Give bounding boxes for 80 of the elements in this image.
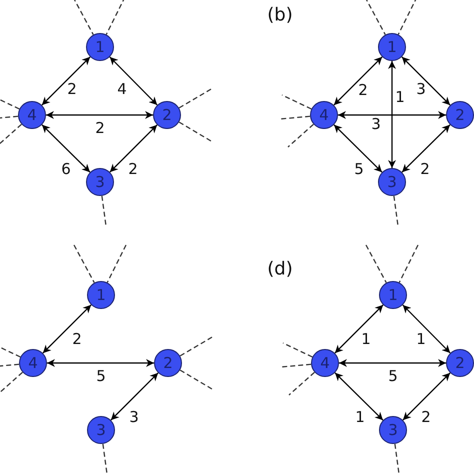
dashed-line [178, 122, 212, 142]
edge-label: 2 [421, 409, 431, 425]
dashed-line [72, 0, 94, 35]
dashed-line [0, 364, 20, 368]
double-arrow [42, 304, 92, 354]
node-circle: 3 [378, 168, 406, 196]
edge-label: 2 [128, 161, 138, 177]
dashed-line [180, 335, 214, 356]
dashed-line [280, 364, 312, 368]
double-arrow [109, 56, 158, 106]
dashed-line [106, 244, 127, 283]
double-arrow [388, 61, 396, 168]
dashed-line [102, 444, 108, 474]
node-circle: 2 [153, 101, 181, 129]
dashed-line [0, 116, 18, 120]
node-circle: 4 [310, 101, 338, 129]
edge-label: 2 [358, 82, 368, 98]
double-arrow [109, 124, 158, 173]
double-arrow [333, 56, 383, 106]
node-circle: 1 [86, 33, 114, 61]
node-circle: 4 [18, 101, 46, 129]
edge-label: 4 [117, 81, 127, 97]
edge-label: 3 [371, 116, 381, 132]
dashed-line [180, 370, 212, 390]
dashed-line [280, 116, 310, 120]
panel-label: (d) [267, 258, 293, 280]
dashed-line [398, 0, 418, 35]
edge-label: 2 [95, 120, 105, 136]
node-circle: 2 [446, 349, 474, 377]
dashed-line [178, 87, 214, 108]
node-circle: 2 [154, 349, 182, 377]
edge-label: 3 [129, 409, 139, 425]
double-arrow [46, 111, 153, 119]
edge-label: 1 [361, 331, 371, 347]
double-arrow [338, 111, 446, 119]
node-circle: 1 [379, 281, 407, 309]
double-arrow [334, 304, 384, 354]
dashed-line [394, 444, 400, 474]
dashed-line [398, 244, 419, 283]
node-circle: 4 [19, 349, 47, 377]
node-circle: 2 [446, 101, 474, 129]
panel-label: (b) [267, 4, 293, 26]
edge-label: 2 [67, 81, 77, 97]
dashed-line [282, 342, 313, 358]
double-arrow [334, 124, 382, 173]
double-arrow [42, 124, 90, 173]
dashed-line [288, 372, 315, 396]
edge-label: 5 [354, 161, 364, 177]
edge-label: 6 [61, 161, 71, 177]
node-circle: 3 [379, 416, 407, 444]
double-arrow [402, 372, 451, 421]
dashed-line [282, 94, 312, 110]
edge-label: 1 [416, 331, 426, 347]
double-arrow [47, 359, 154, 367]
node-circle: 4 [311, 349, 339, 377]
edge-label: 2 [72, 331, 82, 347]
node-circle: 1 [87, 281, 115, 309]
dashed-line [364, 0, 386, 35]
double-arrow [110, 372, 159, 421]
dashed-line [106, 0, 126, 35]
node-circle: 3 [86, 168, 114, 196]
edge-label: 5 [96, 368, 106, 384]
double-arrow [339, 359, 446, 367]
double-arrow [402, 124, 450, 173]
double-arrow [334, 372, 384, 421]
edge-label: 3 [416, 81, 426, 97]
dashed-line [365, 244, 387, 283]
double-arrow [41, 56, 91, 106]
double-arrow [402, 304, 451, 354]
dashed-line [393, 196, 399, 226]
node-circle: 3 [87, 416, 115, 444]
double-arrow [401, 56, 451, 106]
node-circle: 1 [378, 33, 406, 61]
edge-label: 2 [420, 161, 430, 177]
dashed-line [101, 196, 107, 226]
dashed-line [288, 124, 314, 148]
edge-label: 1 [395, 89, 405, 105]
edge-label: 1 [355, 409, 365, 425]
edge-label: 5 [388, 368, 398, 384]
dashed-line [73, 244, 95, 283]
